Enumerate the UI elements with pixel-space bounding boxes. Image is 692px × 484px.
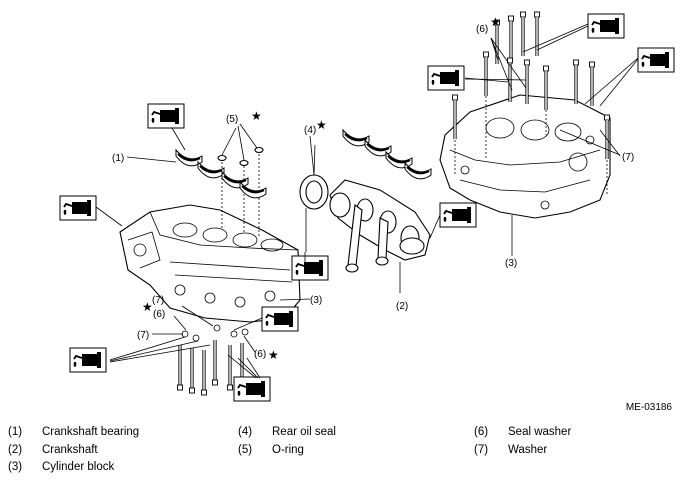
oil-can-icon bbox=[261, 306, 299, 332]
oil-can-icon bbox=[291, 255, 329, 281]
legend-item: (2)Crankshaft bbox=[8, 443, 98, 456]
star-mark: ★ bbox=[251, 109, 262, 123]
legend-col-2: (4)Rear oil seal (5)O-ring bbox=[238, 424, 336, 459]
callout-6-left: (6) bbox=[153, 309, 165, 320]
legend-item: (4)Rear oil seal bbox=[238, 426, 336, 438]
star-mark: ★ bbox=[316, 118, 327, 132]
oil-can-icon bbox=[59, 195, 97, 221]
oil-can-icon bbox=[69, 347, 107, 373]
legend-col-1: (1)Crankshaft bearing (2)Crankshaft (3)C… bbox=[8, 424, 139, 477]
rear-oil-seal bbox=[299, 144, 329, 252]
legend-col-3: (6)Seal washer (7)Washer bbox=[474, 424, 571, 459]
callout-3-right: (3) bbox=[505, 258, 517, 269]
oil-can-icon bbox=[233, 376, 271, 402]
callout-7-upper: (7) bbox=[152, 295, 164, 306]
callout-7-right: (7) bbox=[622, 152, 634, 163]
callout-3-left: (3) bbox=[310, 295, 322, 306]
callout-5: (5) bbox=[226, 114, 238, 125]
callout-6-right: (6) bbox=[254, 349, 266, 360]
cylinder-block-right bbox=[439, 94, 611, 219]
callout-7-lower: (7) bbox=[137, 330, 149, 341]
oil-can-icon bbox=[587, 13, 625, 39]
figure-id: ME-03186 bbox=[625, 402, 672, 413]
leader-lines bbox=[95, 23, 639, 379]
oil-can-icon bbox=[427, 65, 465, 91]
star-mark: ★ bbox=[142, 300, 153, 314]
callout-1: (1) bbox=[112, 153, 124, 164]
oil-can-icon bbox=[147, 103, 185, 129]
upper-bolts-right bbox=[450, 10, 612, 195]
crankshaft bbox=[329, 179, 431, 273]
legend-item: (3)Cylinder block bbox=[8, 461, 115, 473]
legend-item: (7)Washer bbox=[474, 443, 548, 456]
crankshaft-bearings-right bbox=[341, 128, 433, 180]
legend-item: (6)Seal washer bbox=[474, 426, 572, 438]
star-mark: ★ bbox=[268, 348, 279, 362]
callout-2: (2) bbox=[396, 301, 408, 312]
oil-can-icon bbox=[439, 202, 477, 228]
oil-can-icon bbox=[637, 47, 675, 73]
callout-6-top: (6) bbox=[476, 24, 488, 35]
callout-4: (4) bbox=[304, 125, 316, 136]
legend-item: (5)O-ring bbox=[238, 443, 304, 456]
exploded-view-diagram: (1) (5) ★ (4) ★ (3) (2) (3) ★ (6) (7) (7… bbox=[59, 10, 675, 402]
star-mark: ★ bbox=[490, 15, 501, 29]
legend-item: (1)Crankshaft bearing bbox=[8, 426, 140, 438]
